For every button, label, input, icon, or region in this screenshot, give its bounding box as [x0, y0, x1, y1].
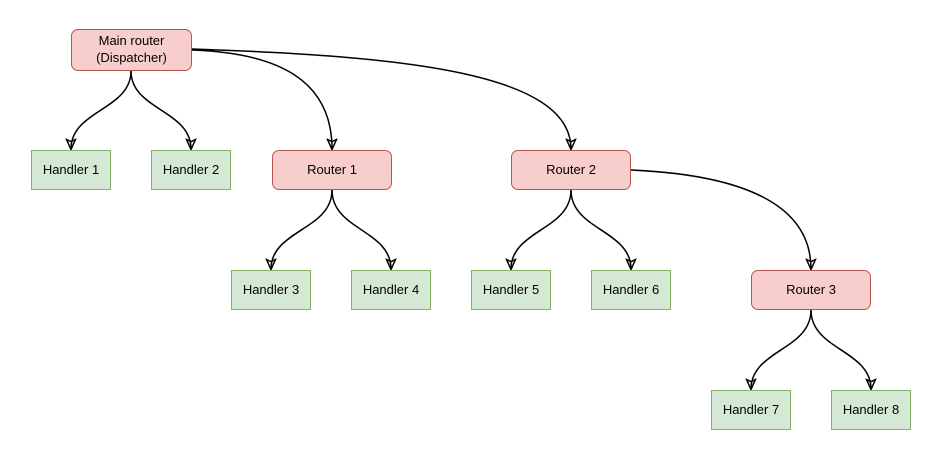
- node-main-router: Main router (Dispatcher): [71, 29, 192, 71]
- edge-router2-to-router3: [630, 169, 811, 269]
- node-handler-4: Handler 4: [351, 270, 431, 310]
- edge-main-to-router2: [191, 48, 571, 149]
- node-handler-5: Handler 5: [471, 270, 551, 310]
- node-handler-8: Handler 8: [831, 390, 911, 430]
- node-handler-1: Handler 1: [31, 150, 111, 190]
- edge-main-to-router1: [191, 49, 332, 149]
- edge-router1-to-handler4: [331, 189, 391, 269]
- node-handler-3: Handler 3: [231, 270, 311, 310]
- node-handler-7: Handler 7: [711, 390, 791, 430]
- node-handler-6: Handler 6: [591, 270, 671, 310]
- node-router-1: Router 1: [272, 150, 392, 190]
- edge-router2-to-handler5: [511, 189, 572, 269]
- node-router-2: Router 2: [511, 150, 631, 190]
- node-handler-2: Handler 2: [151, 150, 231, 190]
- edge-main-to-handler2: [130, 70, 191, 149]
- edge-router3-to-handler8: [810, 309, 871, 389]
- edge-router3-to-handler7: [751, 309, 812, 389]
- edge-router1-to-handler3: [271, 189, 333, 269]
- edge-main-to-handler1: [71, 70, 132, 149]
- edge-router2-to-handler6: [570, 189, 631, 269]
- node-router-3: Router 3: [751, 270, 871, 310]
